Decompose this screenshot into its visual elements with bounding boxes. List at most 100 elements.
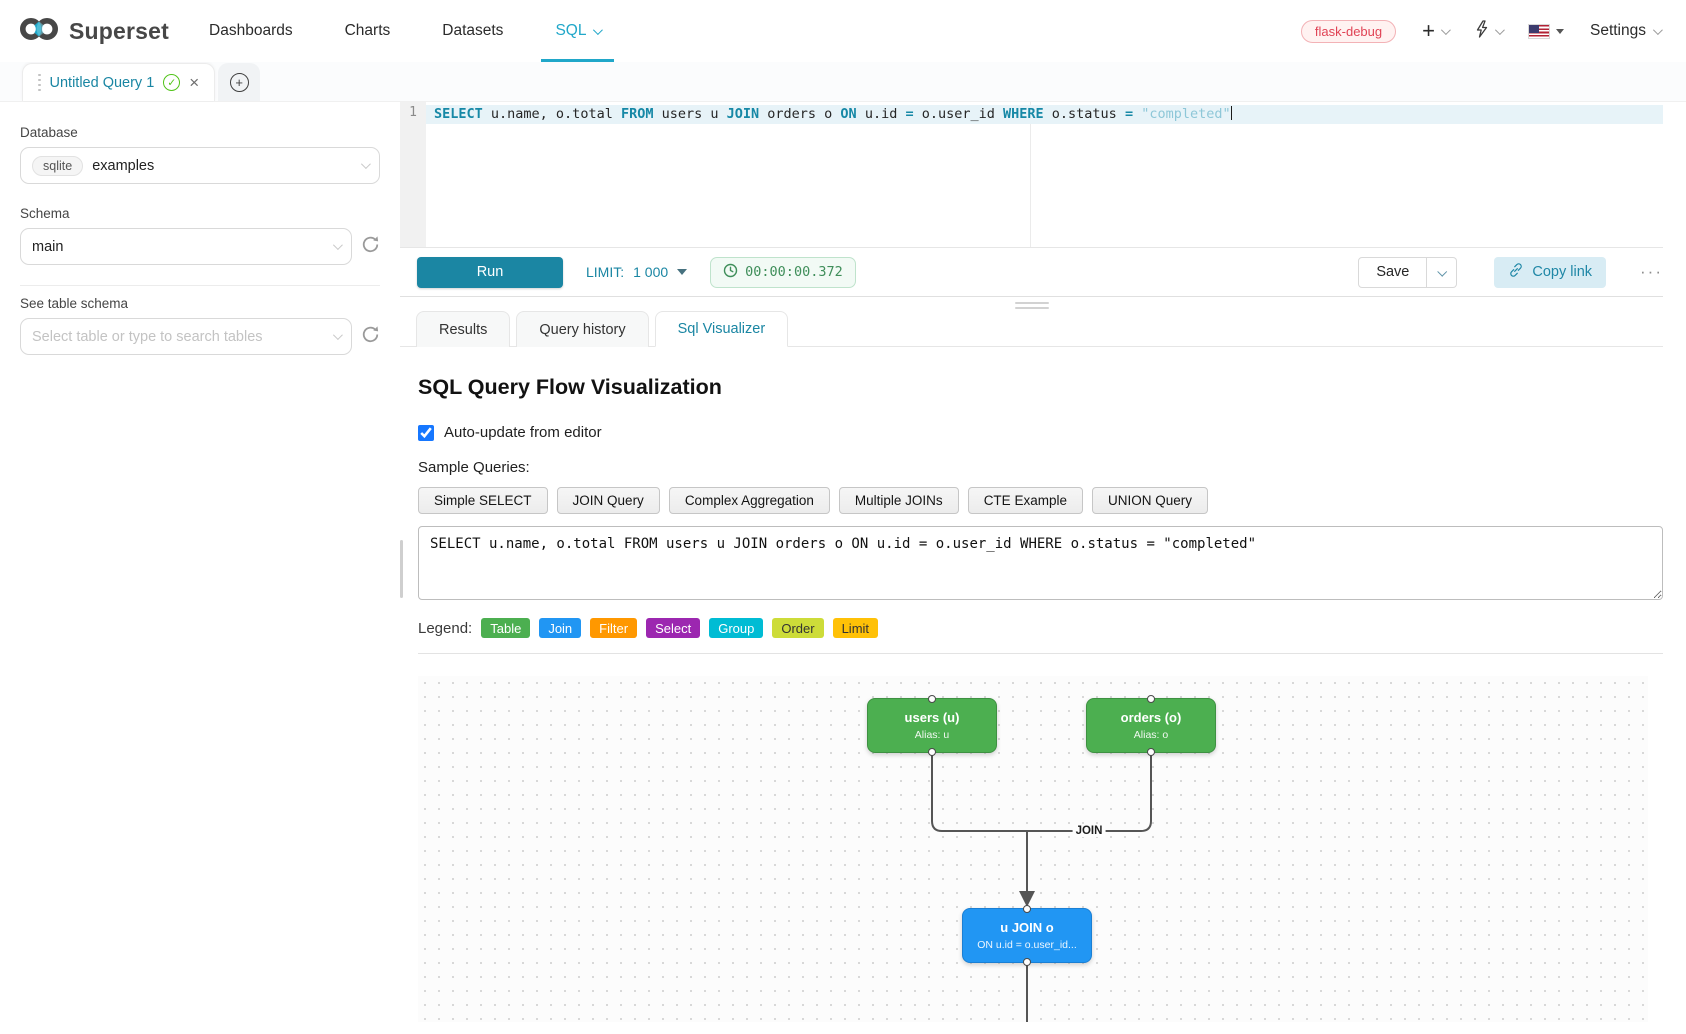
lightning-icon — [1474, 19, 1489, 43]
tab-results[interactable]: Results — [416, 311, 511, 347]
sample-button-join-query[interactable]: JOIN Query — [556, 487, 660, 514]
pane-resize-handle[interactable] — [1014, 302, 1049, 309]
sidebar-divider — [20, 285, 380, 286]
flow-canvas[interactable]: users (u)Alias: u orders (o) Alias: o u JOI… — [418, 676, 1648, 1022]
sql-token-str: "completed" — [1141, 106, 1231, 122]
sql-editor[interactable]: 1 SELECT u.name, o.total FROM users u JO… — [400, 102, 1663, 248]
timer-value: 00:00:00.372 — [745, 264, 843, 280]
legend-chip-table: Table — [481, 618, 531, 638]
drag-handle-icon[interactable] — [38, 73, 41, 92]
nav-item-sql[interactable]: SQL — [541, 0, 615, 62]
sql-token-kw: SELECT — [434, 106, 483, 122]
flow-node-users[interactable]: users (u)Alias: u — [867, 695, 997, 756]
link-icon — [1508, 262, 1524, 282]
tab-sql-visualizer[interactable]: Sql Visualizer — [654, 311, 789, 347]
editor-line-1[interactable]: SELECT u.name, o.total FROM users u JOIN… — [426, 105, 1663, 124]
legend-chip-filter: Filter — [590, 618, 638, 638]
nav-item-label: SQL — [555, 22, 587, 39]
connector-port-top[interactable] — [1147, 695, 1155, 703]
flow-node-subtitle: Alias: u — [914, 729, 950, 741]
us-flag-icon — [1527, 23, 1550, 39]
tab-query-history[interactable]: Query history — [516, 311, 649, 347]
more-options-icon[interactable]: ··· — [1640, 262, 1663, 281]
flow-node-orders[interactable]: orders (o) Alias: o — [1086, 695, 1216, 756]
limit-dropdown[interactable]: LIMIT: 1 000 — [586, 264, 688, 280]
text-cursor — [1230, 106, 1233, 120]
query-timer: 00:00:00.372 — [710, 256, 856, 288]
sample-button-simple-select[interactable]: Simple SELECT — [418, 487, 548, 514]
chevron-down-icon — [1652, 24, 1663, 35]
language-picker[interactable] — [1527, 23, 1564, 39]
table-select[interactable]: Select table or type to search tables — [20, 318, 352, 355]
schema-select[interactable]: main — [20, 228, 352, 265]
sql-token-kw: WHERE — [1003, 106, 1044, 122]
run-button[interactable]: Run — [417, 256, 563, 288]
query-search-button[interactable] — [1474, 19, 1505, 43]
chevron-down-icon — [1437, 266, 1448, 277]
schema-label: Schema — [20, 206, 70, 221]
sql-token: o.status — [1043, 106, 1125, 122]
clock-icon — [723, 263, 738, 282]
query-tab-title: Untitled Query 1 — [49, 74, 155, 91]
plus-circle-icon: + — [229, 72, 249, 92]
new-query-tab-button[interactable]: + — [218, 63, 261, 101]
database-select[interactable]: sqlite examples — [20, 147, 380, 184]
sample-button-multiple-joins[interactable]: Multiple JOINs — [838, 487, 959, 514]
table-schema-label: See table schema — [20, 296, 129, 311]
superset-logo[interactable]: Superset — [18, 14, 169, 49]
query-tabstrip: Untitled Query 1 ✓ × + — [0, 62, 1686, 102]
settings-menu[interactable]: Settings — [1590, 22, 1663, 40]
sqllab-main: 1 SELECT u.name, o.total FROM users u JO… — [400, 102, 1686, 1034]
limit-label: LIMIT: — [586, 264, 625, 280]
query-tab-active[interactable]: Untitled Query 1 ✓ × — [22, 63, 216, 101]
refresh-tables-icon[interactable] — [361, 325, 380, 349]
limit-value: 1 000 — [633, 264, 669, 280]
visualizer-query-input[interactable]: SELECT u.name, o.total FROM users u JOIN… — [418, 526, 1663, 600]
query-saved-check-icon: ✓ — [163, 74, 181, 91]
sample-queries-label: Sample Queries: — [418, 459, 530, 476]
connector-port-top[interactable] — [928, 695, 936, 703]
close-tab-icon[interactable]: × — [189, 73, 200, 92]
edge-label-join: JOIN — [1072, 825, 1106, 837]
nav-menu: Dashboards Charts Datasets SQL — [209, 0, 615, 62]
connector-port-bottom[interactable] — [1023, 958, 1031, 966]
visualizer-title: SQL Query Flow Visualization — [418, 375, 722, 399]
sidebar-resize-handle[interactable] — [399, 540, 403, 598]
database-engine-tag: sqlite — [32, 155, 84, 176]
refresh-schemas-icon[interactable] — [361, 235, 380, 259]
auto-update-checkbox[interactable] — [418, 424, 434, 441]
connector-port-bottom[interactable] — [1147, 748, 1155, 756]
nav-item-charts[interactable]: Charts — [345, 0, 391, 62]
environment-badge: flask-debug — [1300, 19, 1397, 43]
content-row: Database sqlite examples Schema main See… — [0, 102, 1686, 1034]
brand-name: Superset — [69, 17, 170, 44]
nav-item-dashboards[interactable]: Dashboards — [209, 0, 293, 62]
new-item-button[interactable]: + — [1422, 20, 1451, 42]
flow-edges — [931, 753, 1152, 1022]
database-value: examples — [92, 157, 155, 174]
flow-node-subtitle: ON u.id = o.user_id... — [977, 939, 1077, 951]
caret-down-icon — [677, 269, 688, 275]
top-navbar: Superset Dashboards Charts Datasets SQL fla… — [0, 0, 1686, 62]
sql-visualizer-panel: SQL Query Flow Visualization Auto-update… — [400, 347, 1663, 1034]
sample-button-union-query[interactable]: UNION Query — [1091, 487, 1208, 514]
connector-port-top[interactable] — [1023, 905, 1031, 913]
save-options-button[interactable] — [1427, 256, 1458, 288]
save-split-button: Save — [1358, 256, 1458, 288]
editor-code-area[interactable]: SELECT u.name, o.total FROM users u JOIN… — [426, 102, 1663, 247]
sample-button-complex-aggregation[interactable]: Complex Aggregation — [668, 487, 830, 514]
flow-node-title: orders (o) — [1120, 710, 1182, 725]
sample-button-cte-example[interactable]: CTE Example — [967, 487, 1083, 514]
nav-item-datasets[interactable]: Datasets — [442, 0, 503, 62]
legend-label: Legend: — [418, 619, 473, 637]
flow-node-subtitle: Alias: o — [1133, 729, 1169, 741]
save-button[interactable]: Save — [1358, 256, 1428, 288]
copy-link-button[interactable]: Copy link — [1494, 256, 1607, 288]
auto-update-label: Auto-update from editor — [444, 424, 602, 441]
chevron-down-icon — [332, 330, 343, 341]
connector-port-bottom[interactable] — [928, 748, 936, 756]
